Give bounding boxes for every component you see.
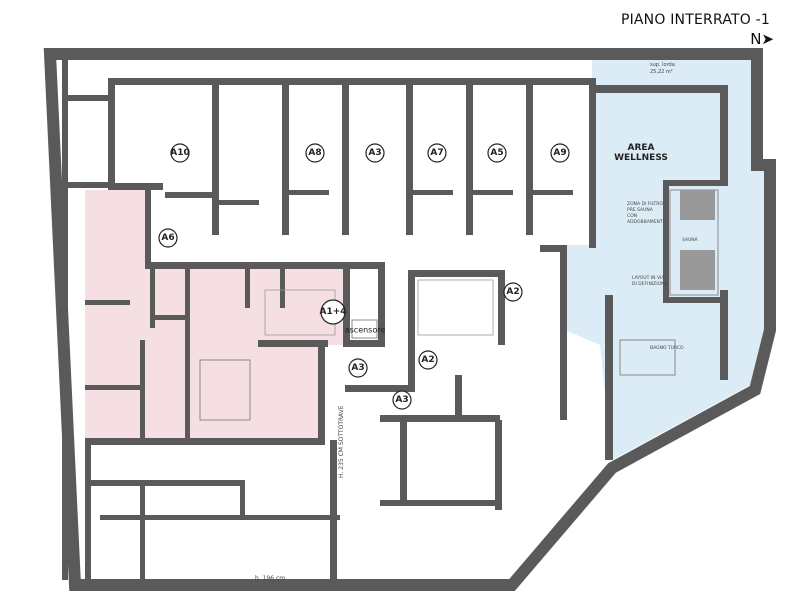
gross-area-label: sup. lorda [650, 62, 675, 68]
label-a8: A8 [305, 143, 325, 163]
north-arrow-icon: ➤ [761, 30, 774, 48]
dining-table [199, 359, 251, 421]
plan-title: PIANO INTERRATO -1 [620, 12, 770, 28]
wellness-title-1: AREA [627, 143, 654, 153]
label-a2-lower: A2 [418, 350, 438, 370]
sauna-bench [680, 250, 715, 290]
label-a2-upper: A2 [503, 282, 523, 302]
svg-text:A6: A6 [161, 233, 174, 243]
svg-text:A9: A9 [553, 148, 566, 158]
svg-text:A5: A5 [490, 148, 503, 158]
label-a5: A5 [487, 143, 507, 163]
residence-zone [85, 190, 345, 440]
wall [62, 95, 110, 101]
layout-note-1: LAYOUT IN VIA [632, 275, 665, 281]
beam-height-note: H. 235 CM SOTTOTRAVE [338, 405, 345, 478]
label-a3-cellar: A3 [365, 143, 385, 163]
label-a3-lower: A3 [392, 390, 412, 410]
svg-text:A3: A3 [395, 395, 408, 405]
core-walls [330, 245, 567, 585]
filter-zone-4: ADDOBBAMENTI [627, 219, 664, 225]
wall [62, 182, 110, 188]
label-a6: A6 [158, 228, 178, 248]
label-a10: A10 [170, 143, 190, 163]
elevator-car [351, 319, 378, 339]
svg-text:A3: A3 [368, 148, 381, 158]
layout-note-2: DI DEFINIZIONE [632, 281, 667, 287]
north-arrow: N➤ [750, 30, 774, 48]
turkish-bath-label: BAGNO TURCO [650, 345, 684, 351]
sauna-label: SAUNA [682, 237, 699, 243]
wall [62, 60, 68, 580]
svg-text:A7: A7 [430, 148, 443, 158]
svg-text:A3: A3 [351, 363, 364, 373]
cellar-walls [108, 78, 596, 248]
lower-walls [85, 440, 500, 585]
bottom-height-note: h. 196 cm [255, 575, 285, 582]
gross-area-value: 25,22 m² [650, 69, 673, 75]
svg-text:A2: A2 [506, 287, 519, 297]
label-a7: A7 [427, 143, 447, 163]
sauna-bench [680, 190, 715, 220]
svg-text:A10: A10 [170, 148, 190, 158]
filter-zone-1: ZONA DI FILTRO [627, 201, 663, 207]
main-staircase [417, 279, 494, 336]
svg-text:A8: A8 [308, 148, 321, 158]
north-label: N [750, 30, 762, 48]
wellness-title-2: WELLNESS [614, 153, 668, 163]
wellness-walls [592, 85, 728, 460]
svg-text:A2: A2 [421, 355, 434, 365]
svg-text:A1+4: A1+4 [319, 307, 346, 317]
label-a9: A9 [550, 143, 570, 163]
label-elevator: ascensore [345, 326, 386, 335]
turkish-bath-seating [619, 339, 676, 376]
outer-wall [43, 48, 776, 591]
label-a3-left: A3 [348, 358, 368, 378]
filter-zone-3: CON [627, 213, 637, 219]
label-a1-4: A1+4 [319, 299, 347, 325]
filter-zone-2: PRE SAUNA [627, 207, 654, 213]
